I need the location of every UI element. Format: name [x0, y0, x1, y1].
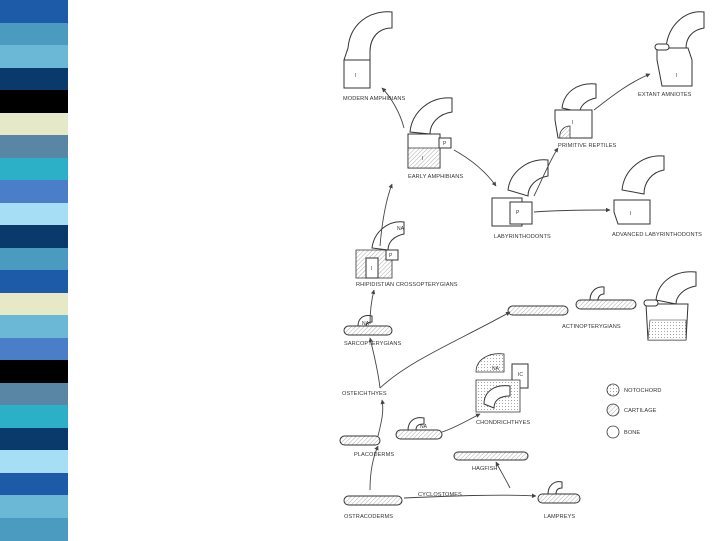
legend-cartilage-swatch: [606, 403, 620, 417]
tag-ic: IC: [518, 372, 523, 378]
label-osteichthyes: OSTEICHTHYES: [342, 391, 387, 397]
tag-i: I: [371, 266, 372, 272]
strip-block: [0, 270, 68, 293]
label-extant-amniotes: EXTANT AMNIOTES: [638, 92, 692, 98]
strip-block: [0, 517, 68, 541]
strip-block: [0, 67, 68, 91]
strip-block: [0, 382, 68, 406]
hagfish-figure: [453, 451, 529, 461]
legend-bone-swatch: [606, 425, 620, 439]
extant-amniotes-skull: I: [654, 11, 705, 87]
vertebrate-evolution-diagram: I MODERN AMPHIBIANS I EXTANT AMNIOTES I …: [339, 11, 705, 520]
strip-block: [0, 450, 68, 473]
label-lampreys: LAMPREYS: [544, 514, 575, 520]
tag-i: I: [572, 120, 573, 126]
strip-block: [0, 405, 68, 428]
label-chondrichthyes: CHONDRICHTHYES: [476, 420, 530, 426]
early-amphibians-skull: P I: [407, 97, 453, 169]
placoderms-figures: NA: [339, 417, 443, 446]
tag-na: NA: [420, 424, 428, 430]
label-hagfish: HAGFISH: [472, 466, 498, 472]
strip-block: [0, 202, 68, 226]
strip-block: [0, 225, 68, 248]
rhipidistian-skull: NA P I: [355, 221, 405, 279]
tag-na: NA: [492, 366, 500, 372]
strip-block: [0, 427, 68, 451]
label-cyclostomes: CYCLOSTOMES: [418, 492, 462, 498]
chondrichthyes-skull: NA IC: [475, 353, 529, 413]
tag-na: NA: [362, 321, 370, 327]
lampreys-figure: [537, 481, 581, 504]
strip-block: [0, 135, 68, 158]
actinopterygians-figures: [507, 271, 697, 341]
strip-block: [0, 315, 68, 338]
labyrinthodonts-skull: P: [491, 159, 549, 227]
strip-block: [0, 90, 68, 113]
legend: NOTOCHORD CARTILAGE BONE: [606, 383, 661, 439]
label-early-amphibians: EARLY AMPHIBIANS: [408, 174, 463, 180]
label-placoderms: PLACODERMS: [354, 452, 394, 458]
label-ostracoderms: OSTRACODERMS: [344, 514, 393, 520]
tag-i: I: [676, 73, 677, 79]
strip-block: [0, 112, 68, 136]
legend-cartilage: CARTILAGE: [624, 408, 657, 414]
primitive-reptiles-skull: I: [554, 83, 597, 139]
strip-block: [0, 360, 68, 383]
legend-notochord: NOTOCHORD: [624, 388, 661, 394]
label-primitive-reptiles: PRIMITIVE REPTILES: [558, 143, 617, 149]
tag-p: P: [443, 141, 447, 147]
strip-block: [0, 157, 68, 181]
label-advanced-labyrinthodonts: ADVANCED LABYRINTHODONTS: [612, 232, 702, 238]
strip-block: [0, 22, 68, 46]
tag-i: I: [630, 211, 631, 217]
advanced-labyrinthodonts-skull: I: [613, 155, 665, 225]
decorative-color-strip: [0, 0, 68, 541]
legend-bone: BONE: [624, 430, 640, 436]
legend-notochord-swatch: [606, 383, 620, 397]
strip-block: [0, 247, 68, 271]
label-labyrinthodonts: LABYRINTHODONTS: [494, 234, 551, 240]
strip-block: [0, 0, 68, 23]
strip-block: [0, 472, 68, 496]
label-sarcopterygians: SARCOPTERYGIANS: [344, 341, 402, 347]
evolution-arrows: [368, 73, 651, 499]
tag-p: P: [516, 210, 520, 216]
strip-block: [0, 495, 68, 518]
strip-block: [0, 45, 68, 68]
modern-amphibians-skull: I: [343, 11, 393, 89]
label-modern-amphibians: MODERN AMPHIBIANS: [343, 96, 405, 102]
tag-p: P: [389, 253, 393, 259]
tag-na: NA: [397, 226, 405, 232]
ostracoderms-figure: [343, 495, 403, 506]
sarcopterygians-figure: NA: [343, 315, 393, 336]
strip-block: [0, 337, 68, 361]
label-actinopterygians: ACTINOPTERYGIANS: [562, 324, 621, 330]
label-rhipidistian: RHIPIDISTIAN CROSSOPTERYGIANS: [356, 282, 458, 288]
tag-i: I: [355, 73, 356, 79]
strip-block: [0, 180, 68, 203]
strip-block: [0, 292, 68, 316]
tag-i: I: [422, 156, 423, 162]
